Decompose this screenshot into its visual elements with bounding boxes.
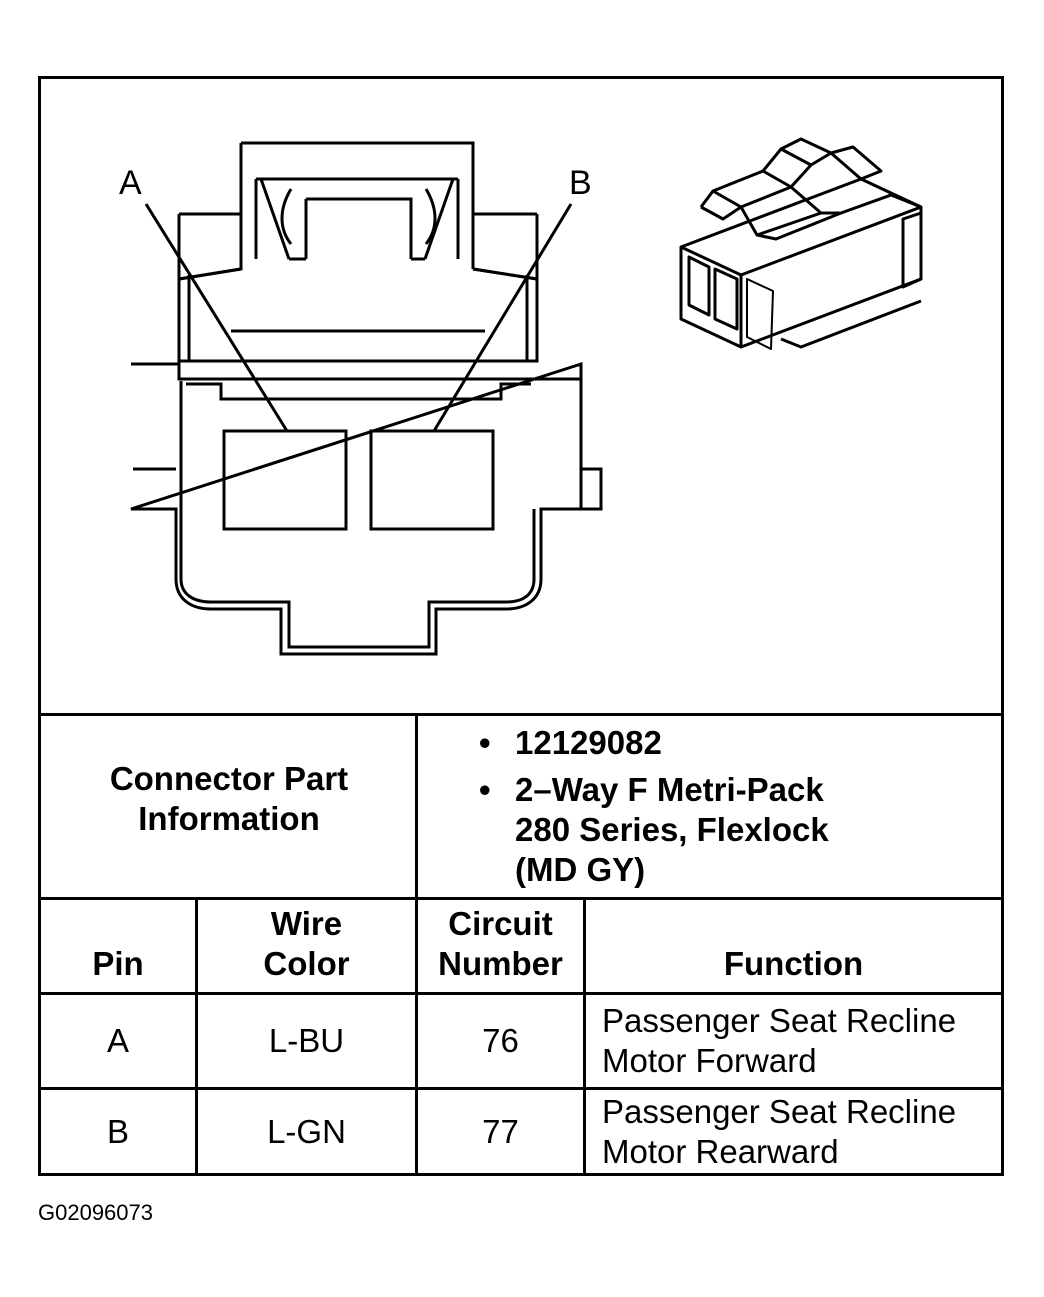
- row-b-function-line1: Passenger Seat Recline: [602, 1092, 957, 1130]
- divider-pin-wire: [195, 897, 198, 1173]
- header-circuit-number-line1: Circuit: [448, 905, 553, 942]
- row-a-wire-color: L-BU: [268, 1022, 345, 1059]
- divider-wire-circuit: [415, 897, 418, 1173]
- connector-part-information-label: Connector Part Information: [41, 715, 417, 897]
- row-a-circuit-number: 76: [482, 1022, 519, 1059]
- figure-id: G02096073: [38, 1200, 153, 1225]
- connector-part-information-line2: Information: [138, 800, 320, 837]
- row-b-pin: B: [106, 1112, 129, 1150]
- row-a-function-line2: Motor Forward: [602, 1042, 817, 1079]
- row-b-wire-color: L-GN: [267, 1112, 346, 1150]
- connector-card: A B: [38, 76, 1004, 1176]
- leader-line-b: [432, 203, 573, 432]
- header-pin: Pin: [41, 900, 195, 992]
- header-wire-color-line1: Wire: [270, 905, 343, 942]
- header-circuit-number: Circuit Number: [418, 900, 583, 992]
- header-function: Function: [586, 900, 1001, 992]
- row-a-function-line1: Passenger Seat Recline: [602, 1002, 957, 1039]
- header-function-line2: Function: [723, 945, 864, 982]
- row-b-function: Passenger Seat Recline Motor Rearward: [586, 1090, 1001, 1173]
- connector-type-line2: 280 Series, Flexlock: [515, 811, 829, 848]
- divider-drawing-info: [41, 713, 1001, 716]
- divider-row-a-b: [41, 1087, 1001, 1090]
- pin-label-b: B: [569, 164, 592, 202]
- connector-isometric-icon: [679, 137, 923, 350]
- row-a-function: Passenger Seat Recline Motor Forward: [586, 995, 1001, 1087]
- connector-part-information-list: • 12129082 • 2–Way F Metri-Pack 280 Seri…: [421, 719, 1001, 899]
- connector-type-line3: (MD GY): [515, 851, 646, 888]
- header-pin-line2: Pin: [92, 945, 144, 982]
- connector-housing: [130, 361, 603, 656]
- header-circuit-number-line2: Number: [438, 945, 563, 982]
- connector-part-information-line1: Connector Part: [109, 760, 349, 797]
- row-b-circuit-number: 77: [482, 1112, 519, 1150]
- pin-label-a: A: [119, 164, 142, 202]
- terminal-cavity-a: [222, 429, 348, 531]
- part-number-item: • 12129082: [479, 723, 1001, 763]
- connector-face-diagram: A B: [119, 137, 923, 656]
- divider-header-rows: [41, 992, 1001, 995]
- connector-type-item: • 2–Way F Metri-Pack 280 Series, Flexloc…: [479, 770, 1001, 890]
- connector-latch-outline: [239, 141, 475, 269]
- header-wire-color: Wire Color: [198, 900, 415, 992]
- header-wire-color-line2: Color: [263, 945, 350, 982]
- connector-type-line1: 2–Way F Metri-Pack: [515, 771, 824, 808]
- terminal-cavity-b: [369, 429, 495, 531]
- leader-line-a: [144, 203, 289, 432]
- row-b-function-line2: Motor Rearward: [602, 1132, 839, 1170]
- connector-drawing: A B: [41, 79, 1001, 713]
- divider-info-table: [41, 897, 1001, 900]
- divider-circuit-function: [583, 897, 586, 1173]
- bullet-icon: •: [479, 771, 491, 808]
- bullet-icon: •: [479, 724, 491, 761]
- part-number: 12129082: [515, 724, 662, 761]
- row-a-pin: A: [106, 1022, 129, 1059]
- divider-info-column: [415, 713, 418, 900]
